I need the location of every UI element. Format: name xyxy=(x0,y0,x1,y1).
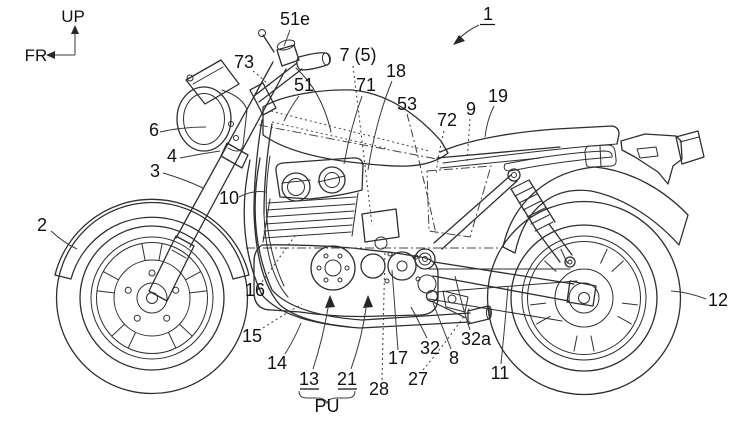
front-wheel xyxy=(55,201,249,395)
up-arrowhead xyxy=(71,25,79,34)
label-28: 28 xyxy=(369,379,389,399)
leader-32 xyxy=(410,306,428,339)
seat xyxy=(439,125,620,172)
tail-cowl xyxy=(620,130,705,185)
leader-32a xyxy=(454,275,471,331)
leader-2 xyxy=(50,230,78,250)
label-19: 19 xyxy=(488,86,508,106)
leader-73 xyxy=(252,70,273,89)
label-13: 13 xyxy=(299,369,319,389)
engine xyxy=(246,157,500,318)
leader-71 xyxy=(343,95,363,165)
label-12: 12 xyxy=(708,290,728,310)
leader-53 xyxy=(406,113,437,235)
side-cover xyxy=(426,165,492,238)
leader-28 xyxy=(381,249,386,381)
label-pu: PU xyxy=(314,396,339,416)
leader-51e xyxy=(283,29,291,47)
leader-12 xyxy=(670,290,707,300)
fuel-tank xyxy=(258,89,449,167)
label-2: 2 xyxy=(37,215,47,235)
leader-10 xyxy=(238,191,267,198)
label-51e: 51e xyxy=(280,9,310,29)
headlight xyxy=(176,86,248,152)
instrument-cluster xyxy=(185,59,240,105)
front-spokes xyxy=(97,243,207,349)
leader-6 xyxy=(159,126,207,133)
label-9: 9 xyxy=(466,99,476,119)
rear-fender xyxy=(502,166,689,254)
arrowhead-13 xyxy=(325,295,335,308)
label-32: 32 xyxy=(420,338,440,358)
leader-51 xyxy=(283,95,300,122)
label-14: 14 xyxy=(267,353,287,373)
handlebar xyxy=(253,29,332,133)
label-7-5: 7 (5) xyxy=(339,45,376,65)
leader-3 xyxy=(162,172,204,189)
leader-72 xyxy=(435,130,445,176)
label-4: 4 xyxy=(167,146,177,166)
front-fender xyxy=(54,198,250,280)
leader-lines xyxy=(50,29,707,381)
label-53: 53 xyxy=(397,94,417,114)
leader-9 xyxy=(466,118,471,162)
label-51: 51 xyxy=(294,75,314,95)
label-up: UP xyxy=(61,7,85,26)
label-fr: FR xyxy=(25,46,48,65)
label-17: 17 xyxy=(388,348,408,368)
label-8: 8 xyxy=(449,348,459,368)
figure-number-arrow xyxy=(453,23,495,45)
label-32a: 32a xyxy=(461,329,492,349)
cylinder-fins xyxy=(262,192,359,243)
swingarm xyxy=(414,248,597,322)
label-21: 21 xyxy=(337,369,357,389)
label-3: 3 xyxy=(150,161,160,181)
label-6: 6 xyxy=(149,120,159,140)
arrowhead-21 xyxy=(363,295,373,308)
leader-15 xyxy=(262,303,303,329)
label-73: 73 xyxy=(234,52,254,72)
front-fork xyxy=(148,61,287,302)
leader-17 xyxy=(391,269,399,351)
pu-brace xyxy=(298,390,356,405)
rear-wheel xyxy=(486,200,682,396)
leader-18 xyxy=(367,80,393,171)
brake-master-cylinder xyxy=(276,44,300,67)
label-15: 15 xyxy=(242,326,262,346)
leader-16 xyxy=(261,232,298,283)
label-10: 10 xyxy=(219,188,239,208)
label-16: 16 xyxy=(245,280,265,300)
exhaust xyxy=(243,155,492,329)
label-18: 18 xyxy=(386,61,406,81)
label-72: 72 xyxy=(437,110,457,130)
leader-8 xyxy=(432,302,452,350)
rear-spokes xyxy=(530,248,638,352)
label-11: 11 xyxy=(491,363,510,383)
orientation-arrows xyxy=(46,25,79,59)
rear-shock xyxy=(507,168,576,268)
leader-4 xyxy=(179,150,221,159)
fr-arrowhead xyxy=(46,51,55,59)
leader-7-5 xyxy=(352,65,373,226)
carburetor xyxy=(361,208,400,243)
reference-labels: UP FR 1 51e 73 7 (5) 51 71 18 53 72 9 19… xyxy=(25,4,728,416)
label-1: 1 xyxy=(483,4,493,24)
grab-rail xyxy=(503,150,613,172)
leader-13 xyxy=(312,307,329,370)
leader-14 xyxy=(284,322,302,355)
pu-group xyxy=(298,388,357,405)
tail-light xyxy=(675,130,705,165)
leader-21 xyxy=(350,307,367,370)
label-27: 27 xyxy=(408,369,428,389)
leader-19 xyxy=(484,105,495,138)
label-71: 71 xyxy=(356,75,376,95)
frame xyxy=(253,119,561,328)
leader-11 xyxy=(500,286,509,365)
